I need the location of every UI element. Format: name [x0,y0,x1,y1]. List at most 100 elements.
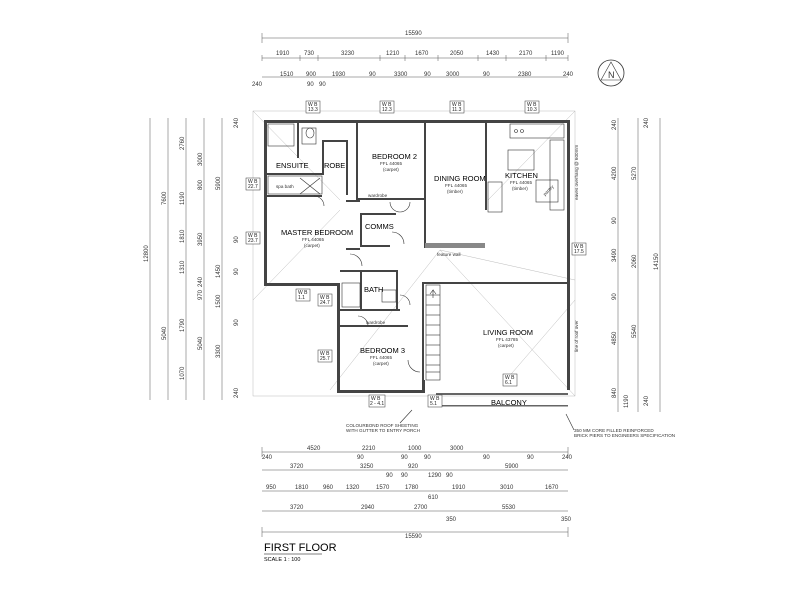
dim-bot-r2-2: 920 [408,464,419,470]
svg-text:6.1: 6.1 [505,380,512,386]
dim-right-c1-1: 3490 [612,248,618,262]
dim-bot-r1-0: 240 [262,455,273,461]
svg-text:W B: W B [248,179,258,185]
dim-right-c1-0: 4200 [612,166,618,180]
room-living: LIVING ROOM [483,328,533,337]
drawing-title: FIRST FLOOR [264,542,337,554]
dim-right-c1-2: 4850 [612,331,618,345]
dim-top-r2-4: 90 [369,72,376,78]
dim-top-r1-5: 2050 [450,51,464,57]
svg-text:W B: W B [308,102,318,108]
dim-bot-r3-3: 1320 [346,485,360,491]
room-kitchen-finish: (timber) [512,186,528,191]
dim-top-r1-1: 730 [304,51,315,57]
room-kitchen: KITCHEN [505,171,538,180]
room-bedroom3-finish: (carpet) [373,361,389,366]
note-roof-2: WITH GUTTER TO ENTRY PORCH [346,428,420,433]
label-eaves: eaves overhang @ 600mm [574,145,579,200]
window-tag: W B 1.1 [295,288,311,302]
room-kitchen-ffl: FFL 44065 [510,180,532,185]
dim-bot-r4-2: 2700 [414,505,428,511]
svg-text:24.7: 24.7 [320,300,330,306]
room-bath: BATH [364,285,383,294]
left-dimensions: 12800 7600 5040 2760 1190 1810 1310 1790… [144,117,240,400]
dim-top-r1-8: 1190 [551,51,565,57]
label-feature-wall: feature wall [437,252,461,257]
room-comms: COMMS [365,222,394,231]
dim-right-c1-3: 840 [612,387,618,398]
dim-right-s-0: 240 [612,119,618,130]
dim-left-c3-3: 970 [198,289,204,300]
dim-top-r2b-1: 90 [319,82,326,88]
dim-left-c4-1: 1450 [216,264,222,278]
dim-left-c3-1: 800 [198,179,204,190]
dim-bot-r1b-0: 90 [357,455,364,461]
svg-text:12.3: 12.3 [382,107,392,113]
dim-right-c2-2: 5540 [632,324,638,338]
room-master-ffl: FFL 44065 [302,237,324,242]
svg-text:22.7: 22.7 [248,184,258,190]
dim-right-c2-1: 2060 [632,254,638,268]
dim-right-s-3: 90 [612,293,618,300]
dim-right-overall: 14150 [654,253,660,270]
svg-text:17.5: 17.5 [574,249,584,255]
dim-bot-r2-0: 3720 [290,464,304,470]
dim-bot-r2b-2: 1290 [428,473,442,479]
dim-left-c2-5: 1070 [180,366,186,380]
room-dining-ffl: FFL 44065 [445,183,467,188]
room-bedroom3-ffl: FFL 44065 [370,355,392,360]
dim-top-r2-9: 2380 [518,72,532,78]
dim-top-r2-6: 90 [424,72,431,78]
window-tag: W B 24.7 [317,293,333,307]
room-bedroom2: BEDROOM 2 [372,152,417,161]
svg-text:23.7: 23.7 [248,238,258,244]
dim-bot-r1-4: 3000 [450,446,464,452]
room-spa-bath: spa bath [276,184,294,189]
room-dining-finish: (timber) [447,189,463,194]
dim-bot-r2-3: 5900 [505,464,519,470]
dim-bot-r3-5: 1780 [405,485,419,491]
dim-left-s-3: 90 [234,319,240,326]
dim-bot-r1b-1: 90 [401,455,408,461]
dim-right-s-4: 240 [644,395,650,406]
svg-text:25.7: 25.7 [320,356,330,362]
svg-text:W B: W B [320,295,330,301]
external-walls [264,120,570,407]
window-tag: W B 12.3 [379,100,395,114]
internal-walls [264,120,568,382]
dim-top-r1-4: 1670 [415,51,429,57]
room-living-finish: (carpet) [498,343,514,348]
dim-bot-r1-3: 1000 [408,446,422,452]
window-tag: W B 10.3 [524,100,540,114]
dim-left-s-0: 240 [234,117,240,128]
room-robe: ROBE [324,161,345,170]
dim-left-c2-0: 2760 [180,136,186,150]
bottom-dimensions: 240 4520 2210 1000 3000 240 90 90 90 90 … [261,446,573,540]
dim-bot-r4b-0: 350 [446,517,457,523]
dim-left-c1-1: 5040 [162,326,168,340]
drawing-title-block: FIRST FLOOR SCALE 1 : 100 [264,542,337,563]
svg-text:10.3: 10.3 [527,107,537,113]
window-tag: W B 17.5 [571,242,587,256]
dim-left-s-5: 240 [234,387,240,398]
room-bedroom3: BEDROOM 3 [360,346,405,355]
dim-bot-r4-1: 2940 [361,505,375,511]
dim-top-r1-2: 3230 [341,51,355,57]
room-balcony: BALCONY [491,398,527,407]
note-piers-2: BRICK PIERS TO ENGINEERS SPECIFICATION [574,433,675,438]
dim-bot-overall: 15590 [405,534,422,540]
dim-right-c1-4: 1190 [624,394,630,408]
staircase [425,284,441,381]
svg-text:W B: W B [505,375,515,381]
dim-top-r1-3: 1210 [386,51,400,57]
dim-bot-r1-5: 240 [562,455,573,461]
dim-bot-r1-1: 4520 [307,446,321,452]
window-tag: W B 23.7 [245,231,261,245]
dim-top-r2-3: 1930 [332,72,346,78]
label-wardrobe-2: wardrobe [366,320,386,325]
room-master-finish: (carpet) [304,243,320,248]
dim-top-r2-1: 1510 [280,72,294,78]
dim-left-s-4: 240 [198,276,204,287]
room-pantry: pantry [542,184,555,197]
